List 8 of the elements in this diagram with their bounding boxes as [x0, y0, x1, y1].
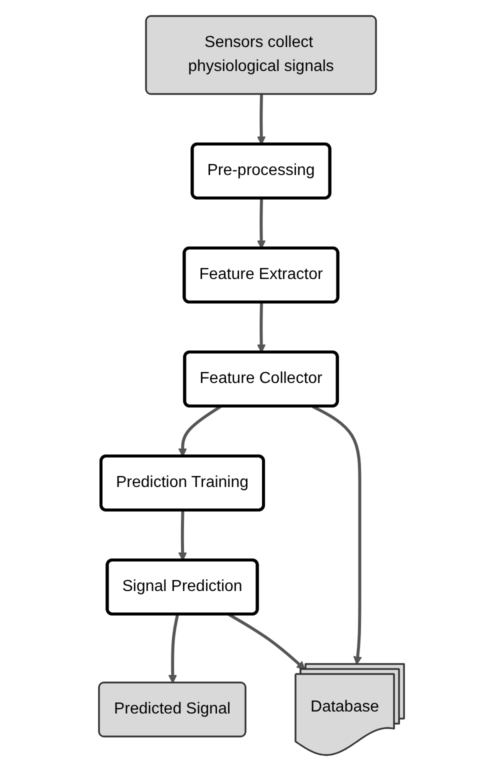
arrow [168, 614, 180, 684]
arrow [257, 94, 266, 145]
arrow [257, 198, 266, 249]
arrow [228, 613, 306, 670]
arrow [178, 510, 188, 561]
arrow [178, 405, 222, 457]
arrow [257, 302, 266, 353]
arrow [312, 405, 363, 665]
